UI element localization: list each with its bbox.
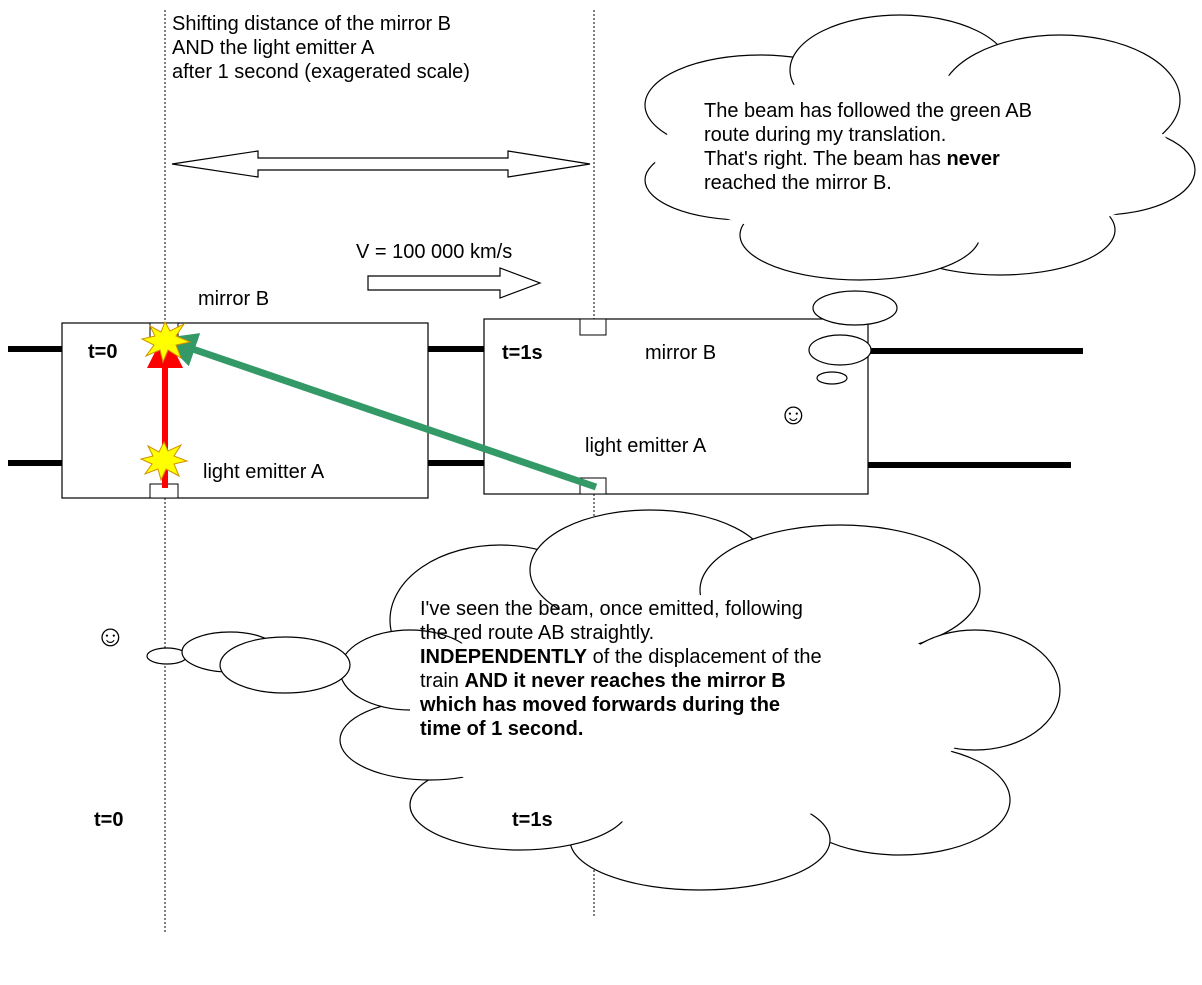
observer-thought-line-4-prefix: train (420, 670, 465, 692)
train-car-t1s (483, 318, 869, 495)
flash-icon-emitter (139, 440, 189, 482)
shift-caption: Shifting distance of the mirror B AND th… (172, 12, 470, 84)
velocity-arrow (367, 267, 542, 299)
time-label-t1s: t=1s (502, 342, 543, 364)
time-label-t0: t=0 (88, 341, 118, 363)
passenger-thought-line-4: reached the mirror B. (704, 172, 892, 194)
observer-thought-line-1: I've seen the beam, once emitted, follow… (420, 598, 803, 620)
observer-thought-line-2: the red route AB straightly. (420, 622, 655, 644)
thought-bubble-passenger-1 (812, 290, 898, 326)
emitter-a-label-t1s: light emitter A (585, 435, 707, 457)
observer-thought-line-6: time of 1 second. (420, 718, 584, 740)
flash-icon-mirror (140, 320, 192, 364)
mirror-b-box-t1s (579, 318, 607, 336)
observer-thought-line-3-rest: of the displacement of the (587, 646, 822, 668)
shift-caption-line-1: Shifting distance of the mirror B (172, 13, 452, 35)
emitter-a-label-t0: light emitter A (203, 461, 325, 483)
bottom-time-label-t0: t=0 (94, 809, 124, 831)
bottom-time-label-t1s: t=1s (512, 809, 553, 831)
mirror-b-label-t0: mirror B (198, 288, 270, 310)
thought-cloud-passenger (644, 14, 1196, 281)
observer-thought-line-5: which has moved forwards during the (420, 694, 781, 716)
passenger-thought-line-3-bold: never (946, 148, 1000, 170)
thought-bubble-observer-1 (146, 647, 188, 665)
track-rails (8, 346, 1083, 468)
observer-thought-line-4-bold: AND it never reaches the mirror B (464, 670, 786, 692)
shift-caption-line-3: after 1 second (exagerated scale) (172, 61, 470, 83)
shift-caption-line-2: AND the light emitter A (172, 37, 375, 59)
thought-cloud-observer (339, 509, 1061, 891)
thought-text-observer: I've seen the beam, once emitted, follow… (420, 597, 822, 741)
thought-bubble-passenger-2 (808, 334, 872, 366)
mirror-b-label-t1s: mirror B (645, 342, 717, 364)
green-route-arrow (161, 333, 598, 491)
thought-bubble-passenger-3 (816, 371, 848, 385)
smiley-passenger-icon: ☺ (778, 398, 809, 431)
smiley-observer-icon: ☺ (95, 620, 126, 653)
passenger-thought-line-3-prefix: That's right. The beam has (704, 148, 947, 170)
passenger-thought-line-3: That's right. The beam has never (704, 147, 1032, 171)
thought-bubble-observer-3 (219, 636, 351, 694)
thought-text-passenger: The beam has followed the green AB route… (704, 99, 1032, 195)
velocity-label: V = 100 000 km/s (356, 241, 513, 263)
shift-double-arrow (171, 150, 591, 178)
observer-thought-line-4: train AND it never reaches the mirror B (420, 669, 822, 693)
passenger-thought-line-1: The beam has followed the green AB (704, 100, 1032, 122)
observer-thought-line-3: INDEPENDENTLY of the displacement of the (420, 645, 822, 669)
observer-thought-line-3-bold: INDEPENDENTLY (420, 646, 588, 668)
passenger-thought-line-2: route during my translation. (704, 124, 947, 146)
